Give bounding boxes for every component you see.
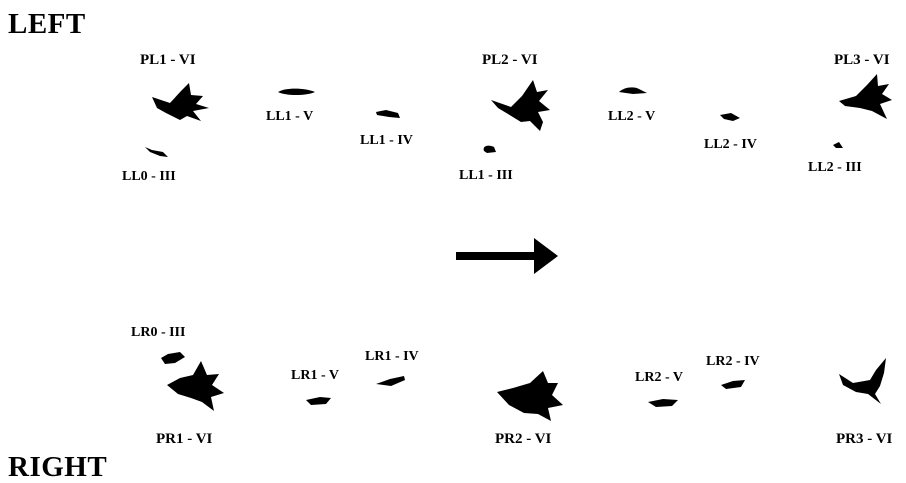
footprint-pr2 [497,371,563,421]
footprint-lr2-iv [721,380,745,389]
label-ll1-iii: LL1 - III [459,168,513,183]
footprint-ll1-iv [376,110,400,118]
label-ll1-iv: LL1 - IV [360,133,413,148]
label-lr1-v: LR1 - V [291,368,339,383]
footprint-ll2-iii [833,142,843,148]
label-lr2-iv: LR2 - IV [706,354,760,369]
label-pr3: PR3 - VI [836,431,893,447]
footprint-ll1-v [278,88,315,95]
footprint-ll1-iii [483,145,496,153]
label-lr1-iv: LR1 - IV [365,349,419,364]
footprint-lr1-iv [376,376,405,386]
footprint-pr3 [839,358,886,404]
label-ll2-v: LL2 - V [608,109,656,124]
label-ll2-iii: LL2 - III [808,160,862,175]
footprint-ll0-iii [145,147,168,157]
label-pr2: PR2 - VI [495,431,552,447]
footprint-pl1 [152,83,209,121]
label-pl3: PL3 - VI [834,52,890,68]
footprint-ll2-v [619,87,647,94]
label-ll0-iii: LL0 - III [122,169,176,184]
left-heading: LEFT [8,8,86,40]
right-heading: RIGHT [8,451,108,483]
label-pl2: PL2 - VI [482,52,538,68]
label-lr2-v: LR2 - V [635,370,683,385]
footprint-lr2-v [648,399,678,407]
direction-arrow [456,238,558,274]
footprint-lr0-iii [161,352,185,364]
footprint-pl3 [839,74,892,119]
label-ll1-v: LL1 - V [266,109,314,124]
label-lr0-iii: LR0 - III [131,325,186,340]
footprint-lr1-v [306,397,331,405]
label-pr1: PR1 - VI [156,431,213,447]
footprint-pl2 [491,80,550,131]
footprint-ll2-iv [720,113,740,121]
label-ll2-iv: LL2 - IV [704,137,757,152]
footprint-pr1 [167,361,224,411]
label-pl1: PL1 - VI [140,52,196,68]
